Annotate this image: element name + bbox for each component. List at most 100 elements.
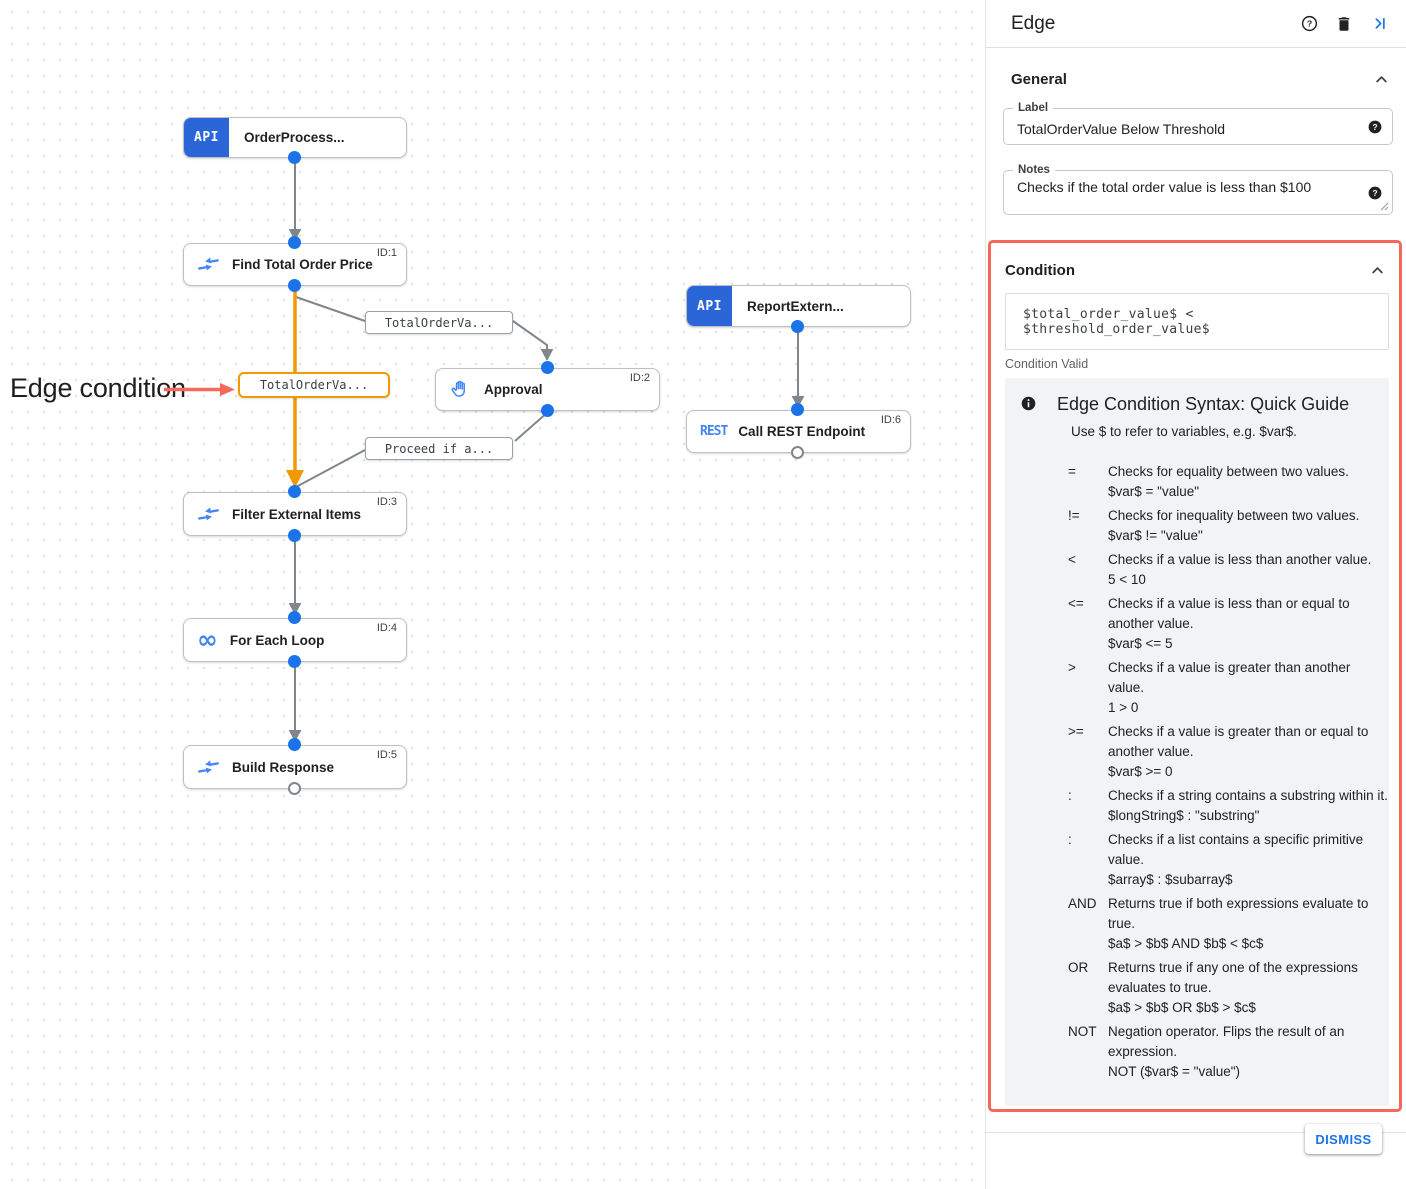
node-id: ID:4 — [376, 622, 397, 634]
guide-row: >= Checks if a value is greater than or … — [1068, 722, 1389, 782]
node-label: Call REST Endpoint — [738, 424, 866, 439]
node-id: ID:3 — [376, 496, 397, 508]
node-id: ID:6 — [880, 414, 901, 426]
guide-row: != Checks for inequality between two val… — [1068, 506, 1389, 546]
edges-layer — [286, 158, 805, 742]
guide-operator: NOT — [1068, 1024, 1097, 1039]
edge-label-selected[interactable]: TotalOrderVa... — [238, 372, 390, 398]
guide-rows: = Checks for equality between two values… — [1068, 462, 1389, 1082]
svg-text:?: ? — [1372, 187, 1377, 197]
guide-row: <= Checks if a value is less than or equ… — [1068, 594, 1389, 654]
svg-text:?: ? — [1372, 121, 1377, 131]
guide-row: : Checks if a string contains a substrin… — [1068, 786, 1389, 826]
collapse-panel-icon[interactable] — [1367, 12, 1391, 36]
connection-port[interactable] — [288, 279, 301, 292]
label-input[interactable] — [1004, 109, 1392, 144]
guide-subtitle: Use $ to refer to variables, e.g. $var$. — [1071, 424, 1297, 439]
syntax-guide: Edge Condition Syntax: Quick Guide Use $… — [1005, 378, 1389, 1106]
guide-operator: OR — [1068, 960, 1089, 975]
guide-example: NOT ($var$ = "value") — [1108, 1064, 1241, 1079]
resize-handle[interactable] — [1380, 202, 1389, 211]
condition-section-highlight: Condition $total_order_value$ < $thresho… — [988, 240, 1402, 1112]
guide-row: AND Returns true if both expressions eva… — [1068, 894, 1389, 954]
guide-description: Checks if a value is less than another v… — [1108, 552, 1372, 567]
delete-icon[interactable] — [1332, 12, 1356, 36]
connection-port[interactable] — [288, 529, 301, 542]
guide-example: $a$ > $b$ OR $b$ > $c$ — [1108, 1000, 1256, 1015]
svg-text:?: ? — [1306, 19, 1311, 29]
edge-label[interactable]: Proceed if a... — [365, 437, 513, 460]
guide-operator: AND — [1068, 896, 1097, 911]
guide-example: $a$ > $b$ AND $b$ < $c$ — [1108, 936, 1264, 951]
field-help-icon[interactable]: ? — [1367, 119, 1383, 135]
data-mapping-icon — [198, 505, 219, 524]
field-help-icon[interactable]: ? — [1367, 185, 1383, 201]
connection-port[interactable] — [791, 320, 804, 333]
guide-row: NOT Negation operator. Flips the result … — [1068, 1022, 1389, 1082]
help-icon[interactable]: ? — [1297, 12, 1321, 36]
panel-header: Edge ? — [986, 0, 1406, 48]
node-reportextern[interactable]: API ReportExtern... — [686, 285, 911, 327]
guide-description: Negation operator. Flips the result of a… — [1108, 1024, 1345, 1059]
data-mapping-icon — [198, 758, 219, 777]
guide-row: : Checks if a list contains a specific p… — [1068, 830, 1389, 890]
node-call-rest-endpoint[interactable]: REST Call REST Endpoint ID:6 — [686, 410, 911, 453]
guide-operator: >= — [1068, 724, 1084, 739]
guide-operator: > — [1068, 660, 1076, 675]
node-label: ReportExtern... — [747, 298, 844, 314]
connection-port[interactable] — [791, 403, 804, 416]
info-icon — [1020, 395, 1037, 412]
guide-description: Returns true if both expressions evaluat… — [1108, 896, 1369, 931]
connection-port[interactable] — [288, 738, 301, 751]
node-label: Filter External Items — [232, 506, 362, 522]
edge-label[interactable]: TotalOrderVa... — [365, 311, 513, 334]
condition-status: Condition Valid — [1005, 357, 1089, 371]
guide-description: Checks for equality between two values. — [1108, 464, 1349, 479]
guide-example: $var$ = "value" — [1108, 484, 1200, 499]
condition-input[interactable]: $total_order_value$ < $threshold_order_v… — [1005, 293, 1389, 350]
connection-port-empty[interactable] — [791, 446, 804, 459]
guide-title: Edge Condition Syntax: Quick Guide — [1057, 394, 1350, 414]
connection-port[interactable] — [541, 404, 554, 417]
data-mapping-icon — [198, 255, 219, 274]
guide-description: Checks if a list contains a specific pri… — [1108, 832, 1364, 867]
connection-port[interactable] — [288, 611, 301, 624]
api-badge: API — [184, 118, 229, 157]
connection-port[interactable] — [288, 485, 301, 498]
guide-example: 1 > 0 — [1108, 700, 1139, 715]
guide-description: Returns true if any one of the expressio… — [1108, 960, 1358, 995]
node-label: Find Total Order Price — [232, 257, 373, 272]
guide-example: $longString$ : "substring" — [1108, 808, 1260, 823]
guide-row: < Checks if a value is less than another… — [1068, 550, 1389, 590]
rest-badge: REST — [700, 424, 728, 439]
notes-input[interactable]: Checks if the total order value is less … — [1004, 171, 1392, 214]
node-build-response[interactable]: Build Response ID:5 — [183, 745, 407, 789]
annotation-arrow-icon — [164, 383, 235, 396]
connection-port[interactable] — [288, 236, 301, 249]
section-title: Condition — [1005, 262, 1075, 279]
flow-canvas[interactable]: API OrderProcess... Find Total Order Pri… — [0, 0, 985, 1189]
label-field[interactable]: Label ? — [1003, 101, 1393, 145]
connection-port[interactable] — [288, 151, 301, 164]
guide-description: Checks for inequality between two values… — [1108, 508, 1360, 523]
collapse-section-icon[interactable] — [1368, 261, 1387, 280]
connection-port[interactable] — [541, 361, 554, 374]
node-approval[interactable]: Approval ID:2 — [435, 368, 660, 411]
node-label: Build Response — [232, 759, 335, 775]
connection-port[interactable] — [288, 655, 301, 668]
guide-description: Checks if a value is less than or equal … — [1108, 596, 1350, 631]
node-id: ID:1 — [376, 247, 397, 259]
connection-port-empty[interactable] — [288, 782, 301, 795]
notes-field[interactable]: Notes Checks if the total order value is… — [1003, 163, 1393, 215]
node-find-total-order-price[interactable]: Find Total Order Price ID:1 — [183, 243, 407, 286]
guide-example: $var$ <= 5 — [1108, 636, 1173, 651]
guide-example: $var$ != "value" — [1108, 528, 1203, 543]
dismiss-button[interactable]: DISMISS — [1305, 1124, 1382, 1154]
api-badge: API — [687, 286, 732, 326]
node-id: ID:5 — [376, 749, 397, 761]
node-label: For Each Loop — [229, 632, 325, 648]
node-label: Approval — [484, 382, 543, 397]
guide-operator: < — [1068, 552, 1076, 567]
node-orderprocess[interactable]: API OrderProcess... — [183, 117, 407, 158]
collapse-section-icon[interactable] — [1372, 70, 1391, 89]
